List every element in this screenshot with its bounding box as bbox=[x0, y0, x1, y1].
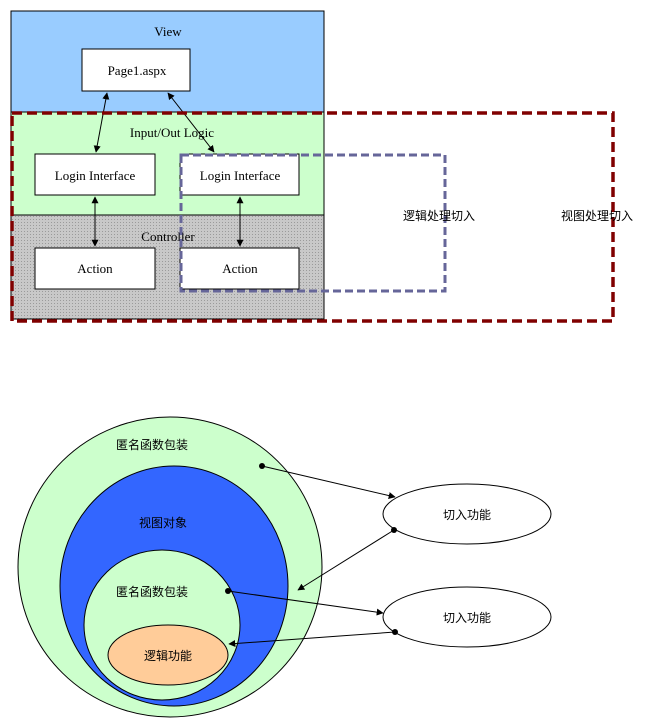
outer-label: 匿名函数包装 bbox=[116, 437, 188, 452]
mid-label: 视图对象 bbox=[139, 515, 187, 530]
arrow-inner-to-cut-bottom bbox=[227, 590, 384, 616]
login-right-box bbox=[179, 153, 300, 196]
action-right-label: Action bbox=[222, 261, 258, 276]
core-ellipse bbox=[107, 624, 229, 686]
cut-bottom-ellipse bbox=[382, 586, 552, 648]
view-cut-region bbox=[10, 111, 615, 323]
arrow-outer-to-cut-top bbox=[261, 465, 396, 499]
arrow-cut-top-to-mid bbox=[297, 529, 395, 591]
top-diagram: View Page1.aspx Input/Out Logic Login In… bbox=[10, 10, 633, 323]
page-box bbox=[81, 48, 191, 92]
action-left-label: Action bbox=[77, 261, 113, 276]
core-label: 逻辑功能 bbox=[144, 649, 192, 663]
logic-label: Input/Out Logic bbox=[130, 125, 214, 140]
cut-top-label: 切入功能 bbox=[443, 508, 491, 522]
arrow-page-login-left bbox=[93, 92, 110, 153]
cut-bottom-label: 切入功能 bbox=[443, 611, 491, 625]
arrow-cut-bottom-to-core bbox=[228, 631, 396, 648]
view-cut-label: 视图处理切入 bbox=[561, 208, 633, 223]
cut-top-ellipse bbox=[382, 483, 552, 545]
action-left-box bbox=[34, 247, 156, 290]
bottom-diagram: 匿名函数包装 视图对象 匿名函数包装 逻辑功能 切入功能 切入功能 bbox=[17, 416, 552, 718]
logic-cut-label: 逻辑处理切入 bbox=[403, 209, 475, 223]
page-label: Page1.aspx bbox=[108, 63, 167, 78]
login-right-label: Login Interface bbox=[200, 168, 281, 183]
inner-label: 匿名函数包装 bbox=[116, 584, 188, 599]
login-left-box bbox=[34, 153, 156, 196]
arrow-page-login-right bbox=[167, 92, 215, 153]
view-label: View bbox=[154, 24, 182, 39]
logic-cut-region bbox=[179, 153, 447, 293]
login-left-label: Login Interface bbox=[55, 168, 136, 183]
controller-label: Controller bbox=[141, 229, 195, 244]
